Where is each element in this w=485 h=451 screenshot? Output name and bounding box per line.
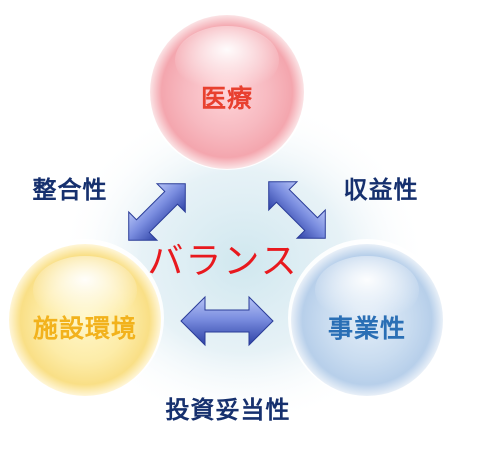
- center-balance-label: バランス: [147, 241, 298, 282]
- node-business: 事業性: [288, 239, 446, 397]
- node-business-label: 事業性: [328, 314, 406, 343]
- node-medical-label: 医療: [201, 84, 253, 113]
- edge-integrity-label: 整合性: [33, 176, 108, 204]
- node-facility: 施設環境: [6, 239, 164, 397]
- arrow-medical-business: [268, 181, 326, 239]
- edge-profitability-label: 収益性: [344, 176, 419, 204]
- edge-investment-label: 投資妥当性: [166, 396, 291, 424]
- node-medical: 医療: [147, 10, 307, 170]
- arrow-facility-business: [180, 295, 274, 347]
- node-facility-label: 施設環境: [33, 314, 137, 343]
- arrow-medical-facility: [128, 183, 186, 241]
